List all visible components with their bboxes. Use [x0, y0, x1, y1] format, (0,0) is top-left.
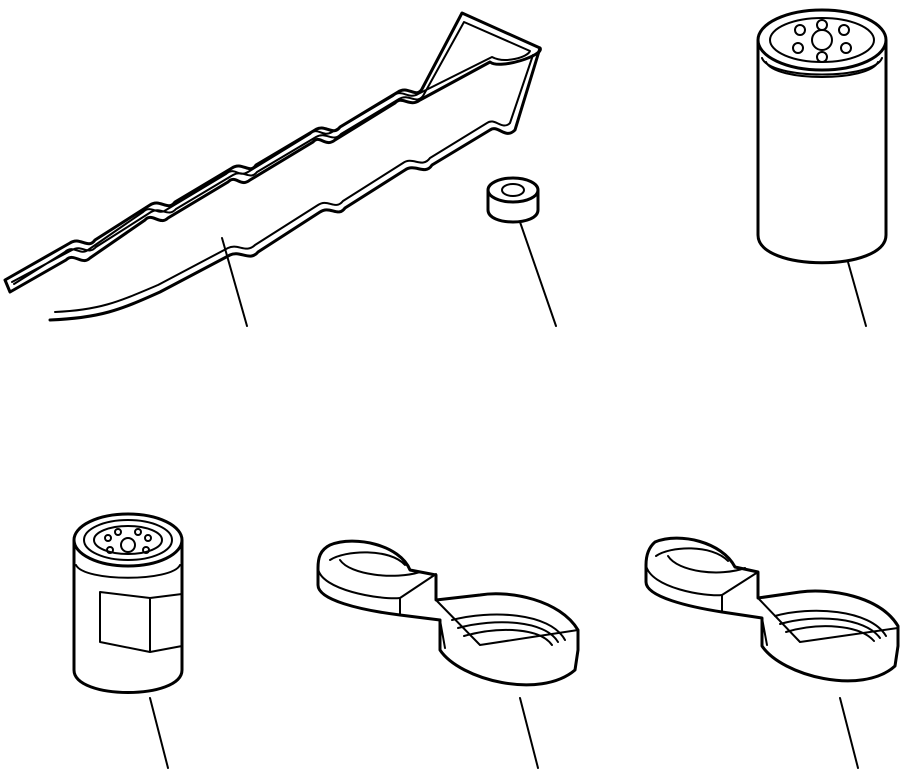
- valve-cover-gasket-icon: [3, 11, 542, 322]
- gasket-leader-line: [221, 237, 248, 327]
- filter-wrench-icon: [644, 536, 900, 683]
- wrench-right-leader-line: [839, 697, 859, 769]
- spacer-leader-line: [519, 221, 557, 327]
- filter-wrench-icon: [316, 539, 580, 687]
- spacer-ring-icon: [486, 176, 540, 224]
- cartridge-filter-leader-line: [847, 261, 867, 327]
- wrench-left-leader-line: [519, 697, 539, 769]
- cartridge-filter-icon: [756, 8, 888, 265]
- spin-on-filter-icon: [72, 512, 184, 694]
- spin-on-filter-leader-line: [149, 697, 169, 769]
